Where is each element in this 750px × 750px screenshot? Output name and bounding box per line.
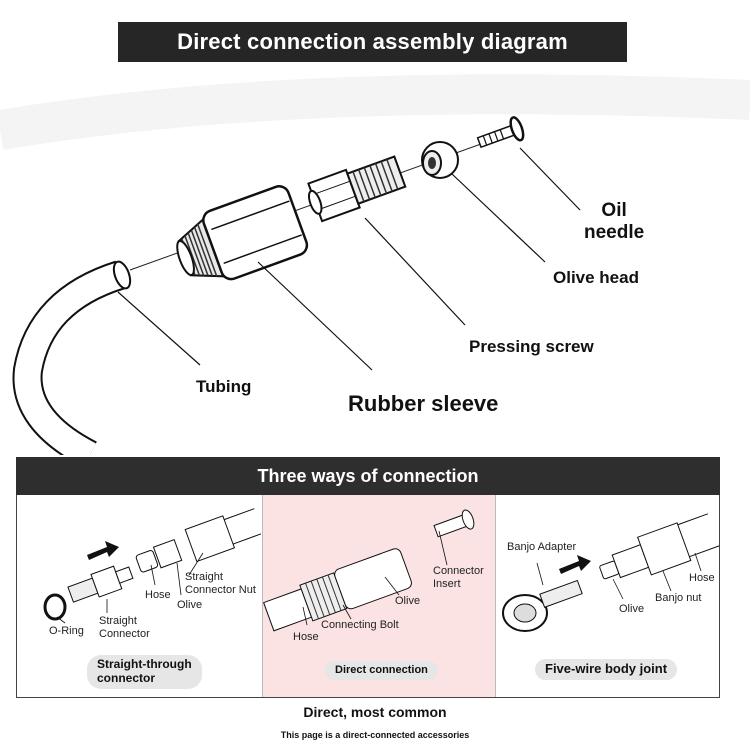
callout-rubber-sleeve: Rubber sleeve — [348, 391, 499, 416]
connection-panels: O-Ring Straight Connector Hose Olive Str… — [16, 495, 720, 698]
assembly-illustration — [0, 74, 750, 455]
rubber-sleeve-part — [176, 185, 309, 281]
straight-through-illustration — [43, 508, 261, 624]
olive-head-part — [421, 141, 459, 179]
footer-primary: Direct, most common — [303, 704, 447, 720]
panel-straight-through: O-Ring Straight Connector Hose Olive Str… — [17, 495, 261, 697]
panel-direct-connection: Connector Insert Olive Connecting Bolt H… — [262, 495, 496, 697]
footer-secondary: This page is a direct-connected accessor… — [280, 730, 470, 740]
label-hose: Hose — [689, 572, 715, 584]
pressing-screw-part — [307, 155, 407, 223]
label-o-ring: O-Ring — [49, 625, 84, 637]
caption-straight-through: Straight-through connector — [87, 655, 202, 689]
label-straight-connector: Straight Connector — [99, 615, 150, 641]
five-wire-illustration — [502, 513, 719, 632]
section-title: Three ways of connection — [16, 457, 720, 495]
label-olive: Olive — [395, 595, 421, 607]
panel-five-wire: Banjo Adapter Hose Banjo nut Olive Five-… — [495, 495, 719, 697]
callout-tubing: Tubing — [196, 377, 252, 396]
label-connector-insert: Connector Insert — [433, 565, 484, 591]
label-connecting-bolt: Connecting Bolt — [321, 619, 399, 631]
caption-direct-connection: Direct connection — [325, 661, 438, 680]
caption-five-wire: Five-wire body joint — [535, 659, 678, 680]
oil-needle-part — [476, 116, 525, 149]
callout-olive-head: Olive head — [553, 268, 639, 287]
label-olive: Olive — [177, 599, 203, 611]
diagram-title: Direct connection assembly diagram — [118, 22, 627, 62]
label-olive: Olive — [619, 603, 645, 615]
direct-connection-illustration — [263, 509, 475, 632]
label-hose: Hose — [145, 589, 171, 601]
callout-oil-needle: Oil needle — [584, 200, 645, 243]
label-hose: Hose — [293, 631, 319, 643]
tubing-part — [12, 260, 132, 455]
label-banjo-adapter: Banjo Adapter — [507, 541, 577, 553]
label-straight-connector-nut: Straight Connector Nut — [185, 571, 256, 597]
label-banjo-nut: Banjo nut — [655, 592, 702, 604]
callout-pressing-screw: Pressing screw — [469, 337, 594, 356]
